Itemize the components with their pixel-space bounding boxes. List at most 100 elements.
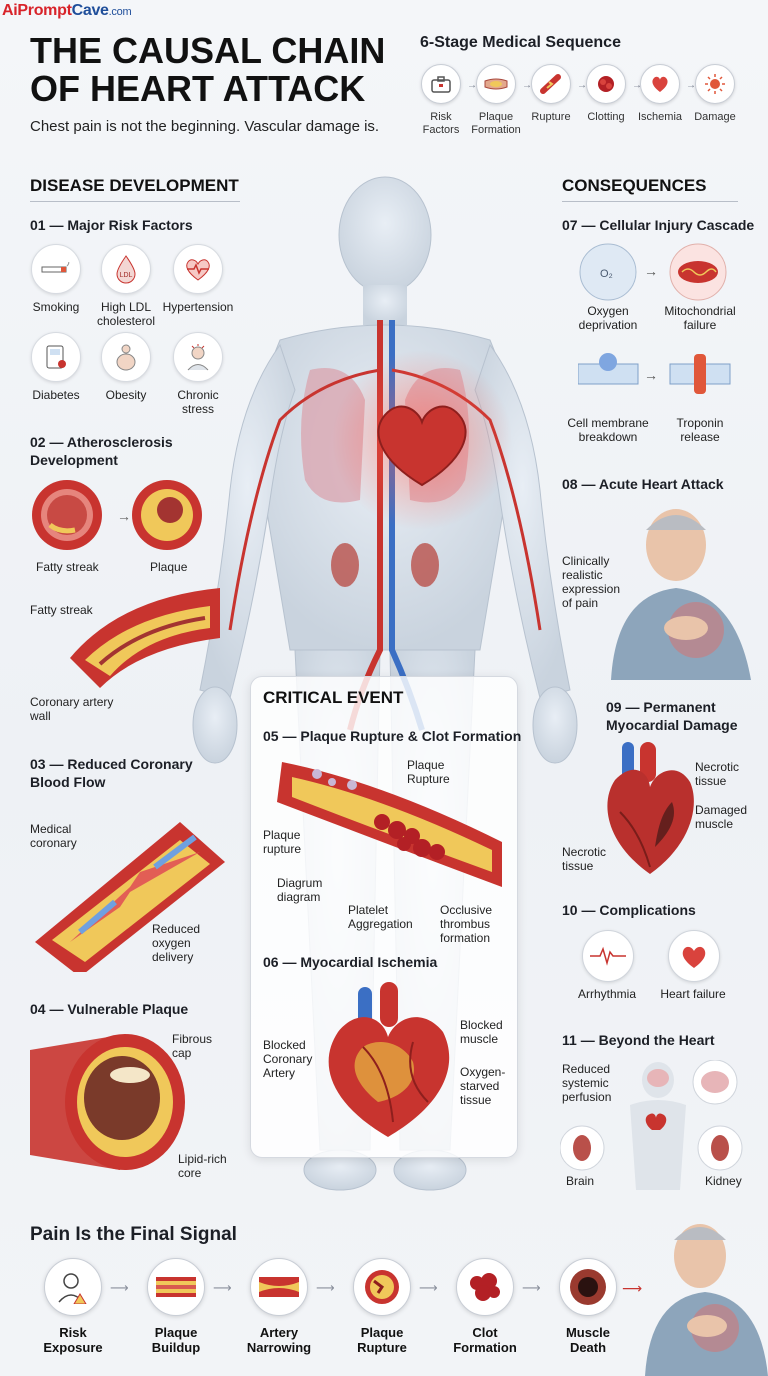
section-01-title: 01 — Major Risk Factors	[30, 217, 193, 233]
necrosis-icon	[559, 1258, 617, 1316]
label-necrotic-1: Necrotic tissue	[695, 760, 740, 788]
label-necrotic-2: Necrotic tissue	[562, 845, 607, 873]
arrow-icon: →	[632, 80, 642, 91]
arrow-icon: ⟶	[110, 1280, 129, 1295]
section-09-title: 09 — Permanent Myocardial Damage	[606, 699, 738, 733]
arrow-icon: →	[644, 367, 658, 383]
label-pain-expression: Clinically realistic expression of pain	[562, 554, 621, 610]
rupture-clot-illustration	[277, 762, 502, 887]
flow-step-artery-narrowing: Artery Narrowing	[239, 1258, 319, 1355]
sequence-label: Clotting	[587, 111, 625, 123]
label-plaque-rupture-top: Plaque Rupture	[407, 758, 450, 786]
cellular-cascade-illustration: O₂ → →	[578, 243, 731, 394]
risk-stress: Chronic stress	[160, 332, 236, 416]
label-oxygen-starved: Oxygen-starved tissue	[460, 1065, 506, 1107]
label-blocked-coronary: Blocked Coronary Artery	[263, 1038, 313, 1080]
sequence-step-ischemia: Ischemia	[632, 64, 688, 124]
arrow-icon: →	[577, 80, 587, 91]
page-subtitle: Chest pain is not the beginning. Vascula…	[30, 118, 380, 135]
section-02-title: 02 — Atherosclerosis Development	[30, 434, 173, 468]
brand-ai: Ai	[2, 2, 18, 19]
label-membrane-breakdown: Cell membrane breakdown	[567, 416, 649, 444]
sequence-label: Damage	[694, 111, 736, 123]
stressed-person-icon	[173, 332, 223, 382]
narrowing-icon	[250, 1258, 308, 1316]
arrow-icon: ⟶	[213, 1280, 232, 1295]
label-reduced-perfusion: Reduced systemic perfusion	[562, 1062, 612, 1104]
label-fatty-streak-2: Fatty streak	[30, 603, 93, 617]
glucose-meter-icon	[31, 332, 81, 382]
narrowed-artery	[35, 822, 225, 972]
label-plaque: Plaque	[150, 560, 188, 574]
sequence-step-damage: Damage	[687, 64, 743, 124]
heart-failure-icon-wrap	[668, 930, 720, 982]
label-blocked-muscle: Blocked muscle	[460, 1018, 503, 1046]
damaged-heart	[607, 742, 694, 874]
clot-icon	[456, 1258, 514, 1316]
heart-icon	[640, 64, 680, 104]
section-08-title: 08 — Acute Heart Attack	[562, 476, 724, 492]
disease-development-title: DISEASE DEVELOPMENT	[30, 176, 239, 195]
blood-drop-icon: LDL	[101, 244, 151, 294]
divider	[30, 201, 240, 202]
ldl-icon-text: LDL	[120, 272, 133, 279]
label-lipid-core: Lipid-rich core	[178, 1152, 227, 1180]
label-platelet: Platelet Aggregation	[348, 903, 413, 931]
flow-step-risk-exposure: Risk Exposure	[33, 1258, 113, 1355]
person-warning-icon	[44, 1258, 102, 1316]
label-reduced-oxygen: Reduced oxygen delivery	[152, 922, 201, 964]
arrhythmia-icon-wrap	[582, 930, 634, 982]
arrow-icon: ⟶	[622, 1280, 643, 1296]
flow-step-plaque-buildup: Plaque Buildup	[136, 1258, 216, 1355]
risk-obesity: Obesity	[88, 332, 164, 402]
risk-hypertension: Hypertension	[160, 244, 236, 314]
label-troponin-release: Troponin release	[676, 416, 724, 444]
label-fibrous-cap: Fibrous cap	[172, 1032, 213, 1060]
sequence-label: Plaque Formation	[471, 111, 521, 136]
plaque-icon	[476, 64, 516, 104]
label-heart-failure: Heart failure	[660, 987, 726, 1001]
sequence-step-plaque: Plaque Formation	[468, 64, 524, 137]
label-occlusive: Occlusive thrombus formation	[440, 903, 493, 945]
label-damaged-muscle: Damaged muscle	[695, 803, 748, 831]
artery-longitudinal	[70, 588, 220, 688]
label-diagrum: Diagrum diagram	[277, 876, 323, 904]
page-title: THE CAUSAL CHAIN OF HEART ATTACK	[30, 30, 386, 109]
o2-text: O₂	[600, 268, 613, 280]
flow-step-clot-formation: Clot Formation	[445, 1258, 525, 1355]
label-medical-coronary: Medical coronary	[30, 822, 77, 850]
arrow-icon: →	[644, 263, 658, 279]
sequence-label: Ischemia	[637, 111, 683, 123]
critical-event-title: CRITICAL EVENT	[263, 688, 404, 707]
sequence-step-clotting: Clotting	[578, 64, 634, 124]
heart-pulse-icon	[173, 244, 223, 294]
briefcase-icon	[421, 64, 461, 104]
arrow-icon: →	[117, 508, 131, 524]
artery-cross-sections: →	[32, 480, 202, 550]
label-plaque-rupture-left: Plaque rupture	[263, 828, 302, 856]
burst-icon	[695, 64, 735, 104]
brand-logo: AiPromptCave.com	[2, 2, 132, 20]
label-fatty-streak: Fatty streak	[36, 560, 99, 574]
arrow-icon: ⟶	[316, 1280, 335, 1295]
brand-cave: Cave	[71, 2, 109, 19]
flow-step-plaque-rupture: Plaque Rupture	[342, 1258, 422, 1355]
arrow-icon: →	[686, 80, 696, 91]
sequence-title: 6-Stage Medical Sequence	[420, 34, 621, 51]
label-mitochondrial-failure: Mitochondrial failure	[664, 304, 736, 332]
final-patient-illustration	[645, 1224, 768, 1376]
risk-smoking: Smoking	[18, 244, 94, 314]
cigarette-icon	[31, 244, 81, 294]
sequence-step-risk: Risk Factors	[413, 64, 469, 137]
section-10-title: 10 — Complications	[562, 902, 696, 918]
sequence-step-rupture: Rupture	[523, 64, 579, 124]
divider	[562, 201, 738, 202]
label-kidney: Kidney	[705, 1174, 742, 1188]
label-brain: Brain	[566, 1174, 595, 1188]
ecg-icon	[582, 930, 634, 982]
label-coronary-wall: Coronary artery wall	[30, 695, 114, 723]
patient-chest-pain-illustration	[611, 509, 751, 680]
ischemic-heart	[328, 982, 450, 1137]
flow-step-muscle-death: Muscle Death	[548, 1258, 628, 1355]
sequence-label: Risk Factors	[422, 111, 460, 136]
